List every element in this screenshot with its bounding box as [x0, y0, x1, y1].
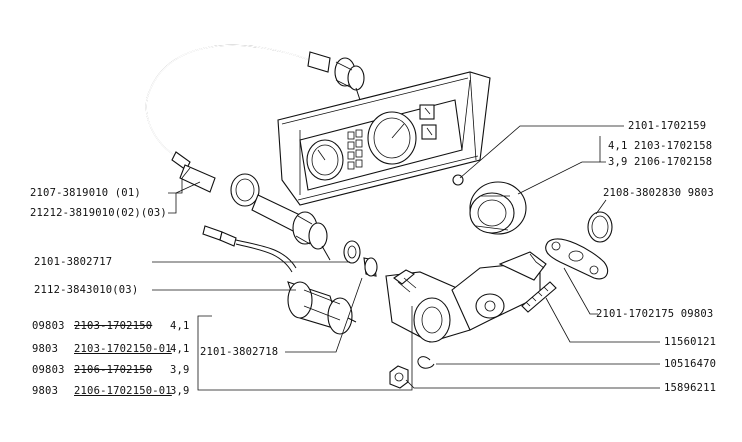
- label-2106-1702158: 2106-1702158: [634, 156, 713, 168]
- label-cable-top: 2107-3819010 (01): [30, 187, 141, 199]
- label-2101-1702159: 2101-1702159: [628, 120, 707, 132]
- label-11560121: 11560121: [664, 336, 717, 348]
- drive-housing: [385, 251, 547, 343]
- nut: [389, 365, 409, 389]
- label-seal-2101-3802718: 2101-3802718: [200, 346, 279, 358]
- pinion-cap: [452, 174, 527, 235]
- label-2108-3802830: 2108-3802830 9803: [603, 187, 714, 199]
- label-cable-bottom: 21212-3819010(02)(03): [30, 207, 167, 219]
- label-2101-1702175: 2101-1702175 09803: [596, 308, 714, 320]
- circlip: [417, 356, 435, 369]
- label-ratio-4-1: 4,1: [608, 140, 628, 152]
- row-1-prefix: 09803: [32, 320, 65, 332]
- label-10516470: 10516470: [664, 358, 717, 370]
- row-1-part: 2103-1702150: [74, 320, 153, 332]
- row-2-prefix: 9803: [32, 343, 59, 355]
- label-2103-1702158: 2103-1702158: [634, 140, 713, 152]
- row-1-ratio: 4,1: [170, 320, 190, 332]
- row-3-part: 2106-1702150: [74, 364, 153, 376]
- drive-with-wire: [202, 225, 357, 335]
- label-15896211: 15896211: [664, 382, 717, 394]
- row-3-ratio: 3,9: [170, 364, 190, 376]
- screw: [521, 281, 557, 313]
- label-drive-2101-3802717: 2101-3802717: [34, 256, 113, 268]
- o-ring: [587, 211, 613, 243]
- label-drive-2112: 2112-3843010(03): [34, 284, 139, 296]
- row-2-part: 2103-1702150-01: [74, 343, 172, 355]
- gasket-plate: [545, 238, 609, 280]
- speedometer-cable: [145, 44, 365, 261]
- leader-lines: [152, 125, 660, 391]
- row-4-prefix: 9803: [32, 385, 59, 397]
- row-4-part: 2106-1702150-01: [74, 385, 172, 397]
- instrument-cluster: [277, 71, 491, 206]
- washer-and-seal: [343, 240, 378, 277]
- row-2-ratio: 4,1: [170, 343, 190, 355]
- label-ratio-3-9: 3,9: [608, 156, 628, 168]
- row-4-ratio: 3,9: [170, 385, 190, 397]
- row-3-prefix: 09803: [32, 364, 65, 376]
